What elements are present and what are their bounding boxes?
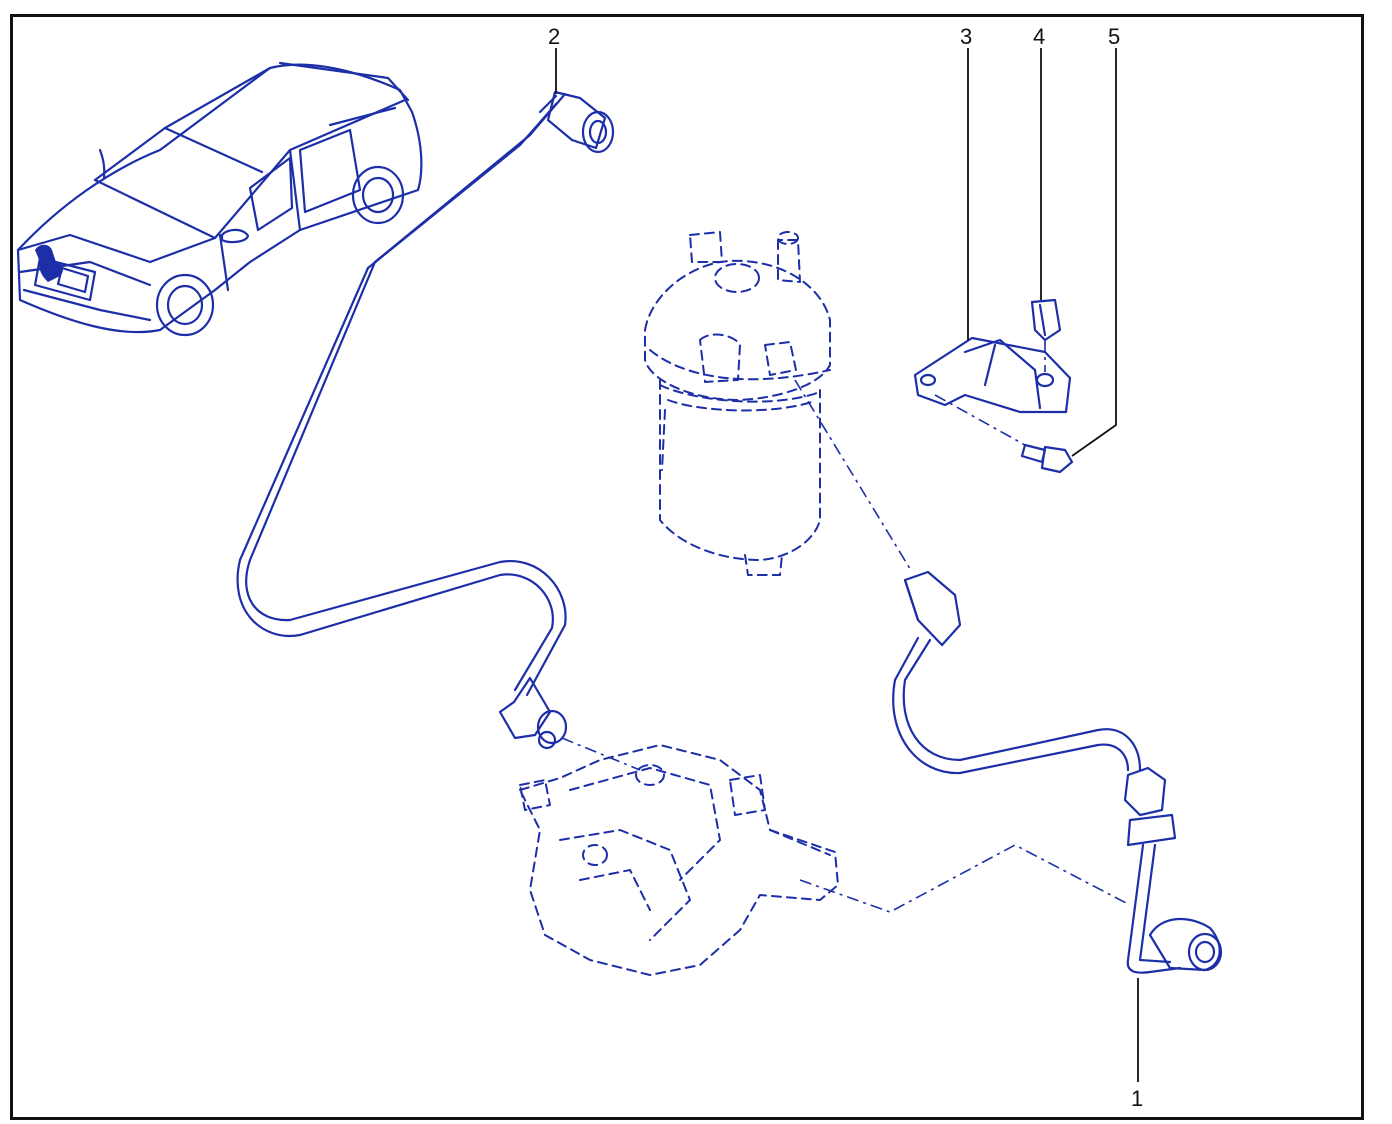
callout-2: 2 (548, 24, 561, 49)
fuel-pipe-1 (892, 570, 1223, 974)
bolt-part-5 (934, 394, 1074, 474)
injection-pump-dashed (519, 744, 839, 976)
diagram-frame (10, 14, 1364, 1120)
callout-5: 5 (1108, 24, 1121, 49)
fuel-filter-housing-dashed (644, 231, 831, 576)
bracket-part-3 (913, 336, 1072, 414)
callout-1: 1 (1131, 1086, 1144, 1111)
fuel-pipe-2 (236, 90, 615, 750)
vehicle-locator-illustration (16, 61, 423, 337)
assembly-centre-lines (561, 379, 1131, 913)
clip-part-4 (1030, 298, 1062, 372)
callout-4: 4 (1033, 24, 1046, 49)
callout-leaders (555, 48, 1139, 1082)
callout-3: 3 (960, 24, 973, 49)
